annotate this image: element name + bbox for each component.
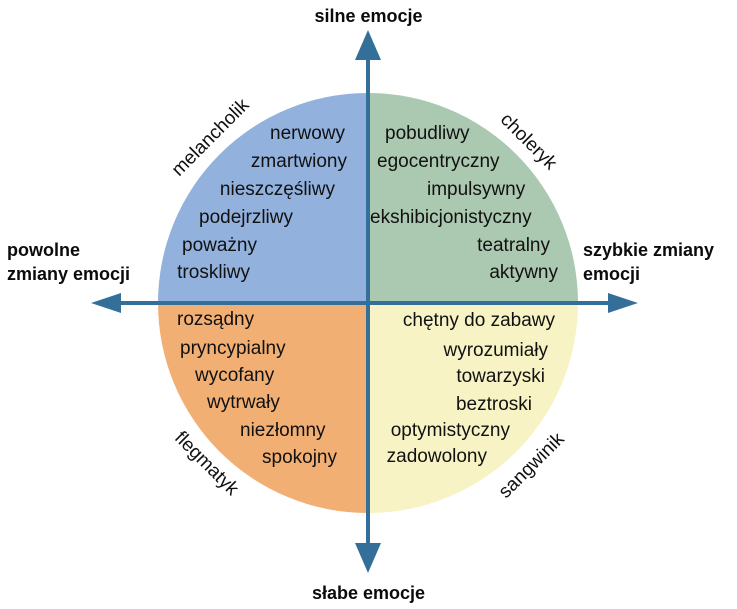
trait-word-flegmatyk: wycofany — [195, 365, 275, 386]
trait-word-melancholik: troskliwy — [177, 262, 250, 283]
axis-label-weak-emotions: słabe emocje — [311, 583, 426, 603]
trait-word-choleryk: aktywny — [489, 262, 558, 283]
trait-word-flegmatyk: rozsądny — [177, 309, 255, 330]
trait-word-choleryk: impulsywny — [427, 179, 526, 200]
trait-word-sangwinik: towarzyski — [456, 366, 545, 387]
axis-label-fast-line2: emocji — [583, 264, 641, 284]
arrow-left-icon — [91, 293, 121, 313]
trait-word-melancholik: podejrzliwy — [199, 207, 293, 228]
axis-label-fast-changes: szybkie zmiany emocji — [583, 238, 714, 286]
trait-word-sangwinik: chętny do zabawy — [402, 310, 555, 331]
axis-label-slow-changes: powolne zmiany emocji — [7, 238, 130, 286]
trait-word-melancholik: zmartwiony — [250, 151, 347, 172]
trait-word-flegmatyk: pryncypialny — [180, 338, 286, 359]
trait-word-sangwinik: optymistyczny — [390, 420, 510, 441]
axis-label-slow-line1: powolne — [7, 240, 80, 260]
axis-label-slow-line2: zmiany emocji — [7, 264, 131, 284]
axis-label-fast-line1: szybkie zmiany — [583, 240, 715, 260]
trait-word-flegmatyk: niezłomny — [240, 420, 326, 441]
trait-word-sangwinik: beztroski — [455, 394, 532, 415]
trait-word-melancholik: nieszczęśliwy — [219, 179, 335, 200]
arrow-down-icon — [355, 543, 381, 573]
trait-word-choleryk: ekshibicjonistyczny — [370, 207, 532, 228]
trait-word-choleryk: teatralny — [477, 235, 550, 256]
arrow-up-icon — [355, 30, 381, 60]
arrow-right-icon — [608, 293, 638, 313]
trait-word-sangwinik: wyrozumiały — [443, 340, 548, 361]
trait-word-flegmatyk: wytrwały — [207, 392, 280, 413]
trait-word-choleryk: pobudliwy — [385, 123, 470, 144]
trait-word-choleryk: egocentryczny — [377, 151, 500, 172]
axis-label-strong-emotions: silne emocje — [314, 6, 423, 26]
trait-word-melancholik: poważny — [182, 235, 257, 256]
horizontal-axis-line — [100, 301, 618, 305]
trait-word-flegmatyk: spokojny — [262, 447, 337, 468]
trait-word-melancholik: nerwowy — [270, 123, 345, 144]
trait-word-sangwinik: zadowolony — [386, 446, 487, 467]
